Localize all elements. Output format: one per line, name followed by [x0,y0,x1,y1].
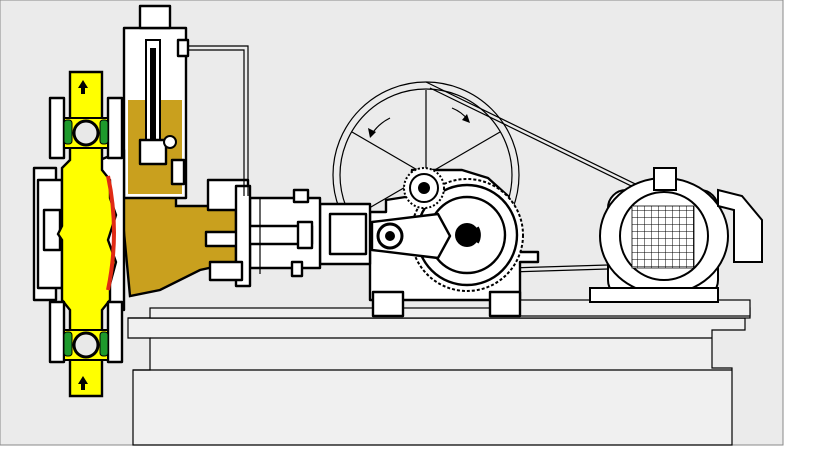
arrow-up-icon [78,80,88,94]
connecting-rod [370,212,452,260]
arrow-up-icon [78,376,88,390]
curved-arrow-icon [368,128,376,138]
discharge-valve [48,96,124,160]
oil-reservoir [122,4,249,200]
baseplate [127,299,751,446]
pinion-gear [403,167,445,209]
electric-motor [589,167,763,303]
curved-arrow-icon [462,114,470,123]
hydraulic-oil-chamber [118,178,252,298]
suction-valve [48,300,124,364]
diaphragm [106,175,116,291]
crankshaft [455,223,481,247]
plunger [234,188,314,278]
